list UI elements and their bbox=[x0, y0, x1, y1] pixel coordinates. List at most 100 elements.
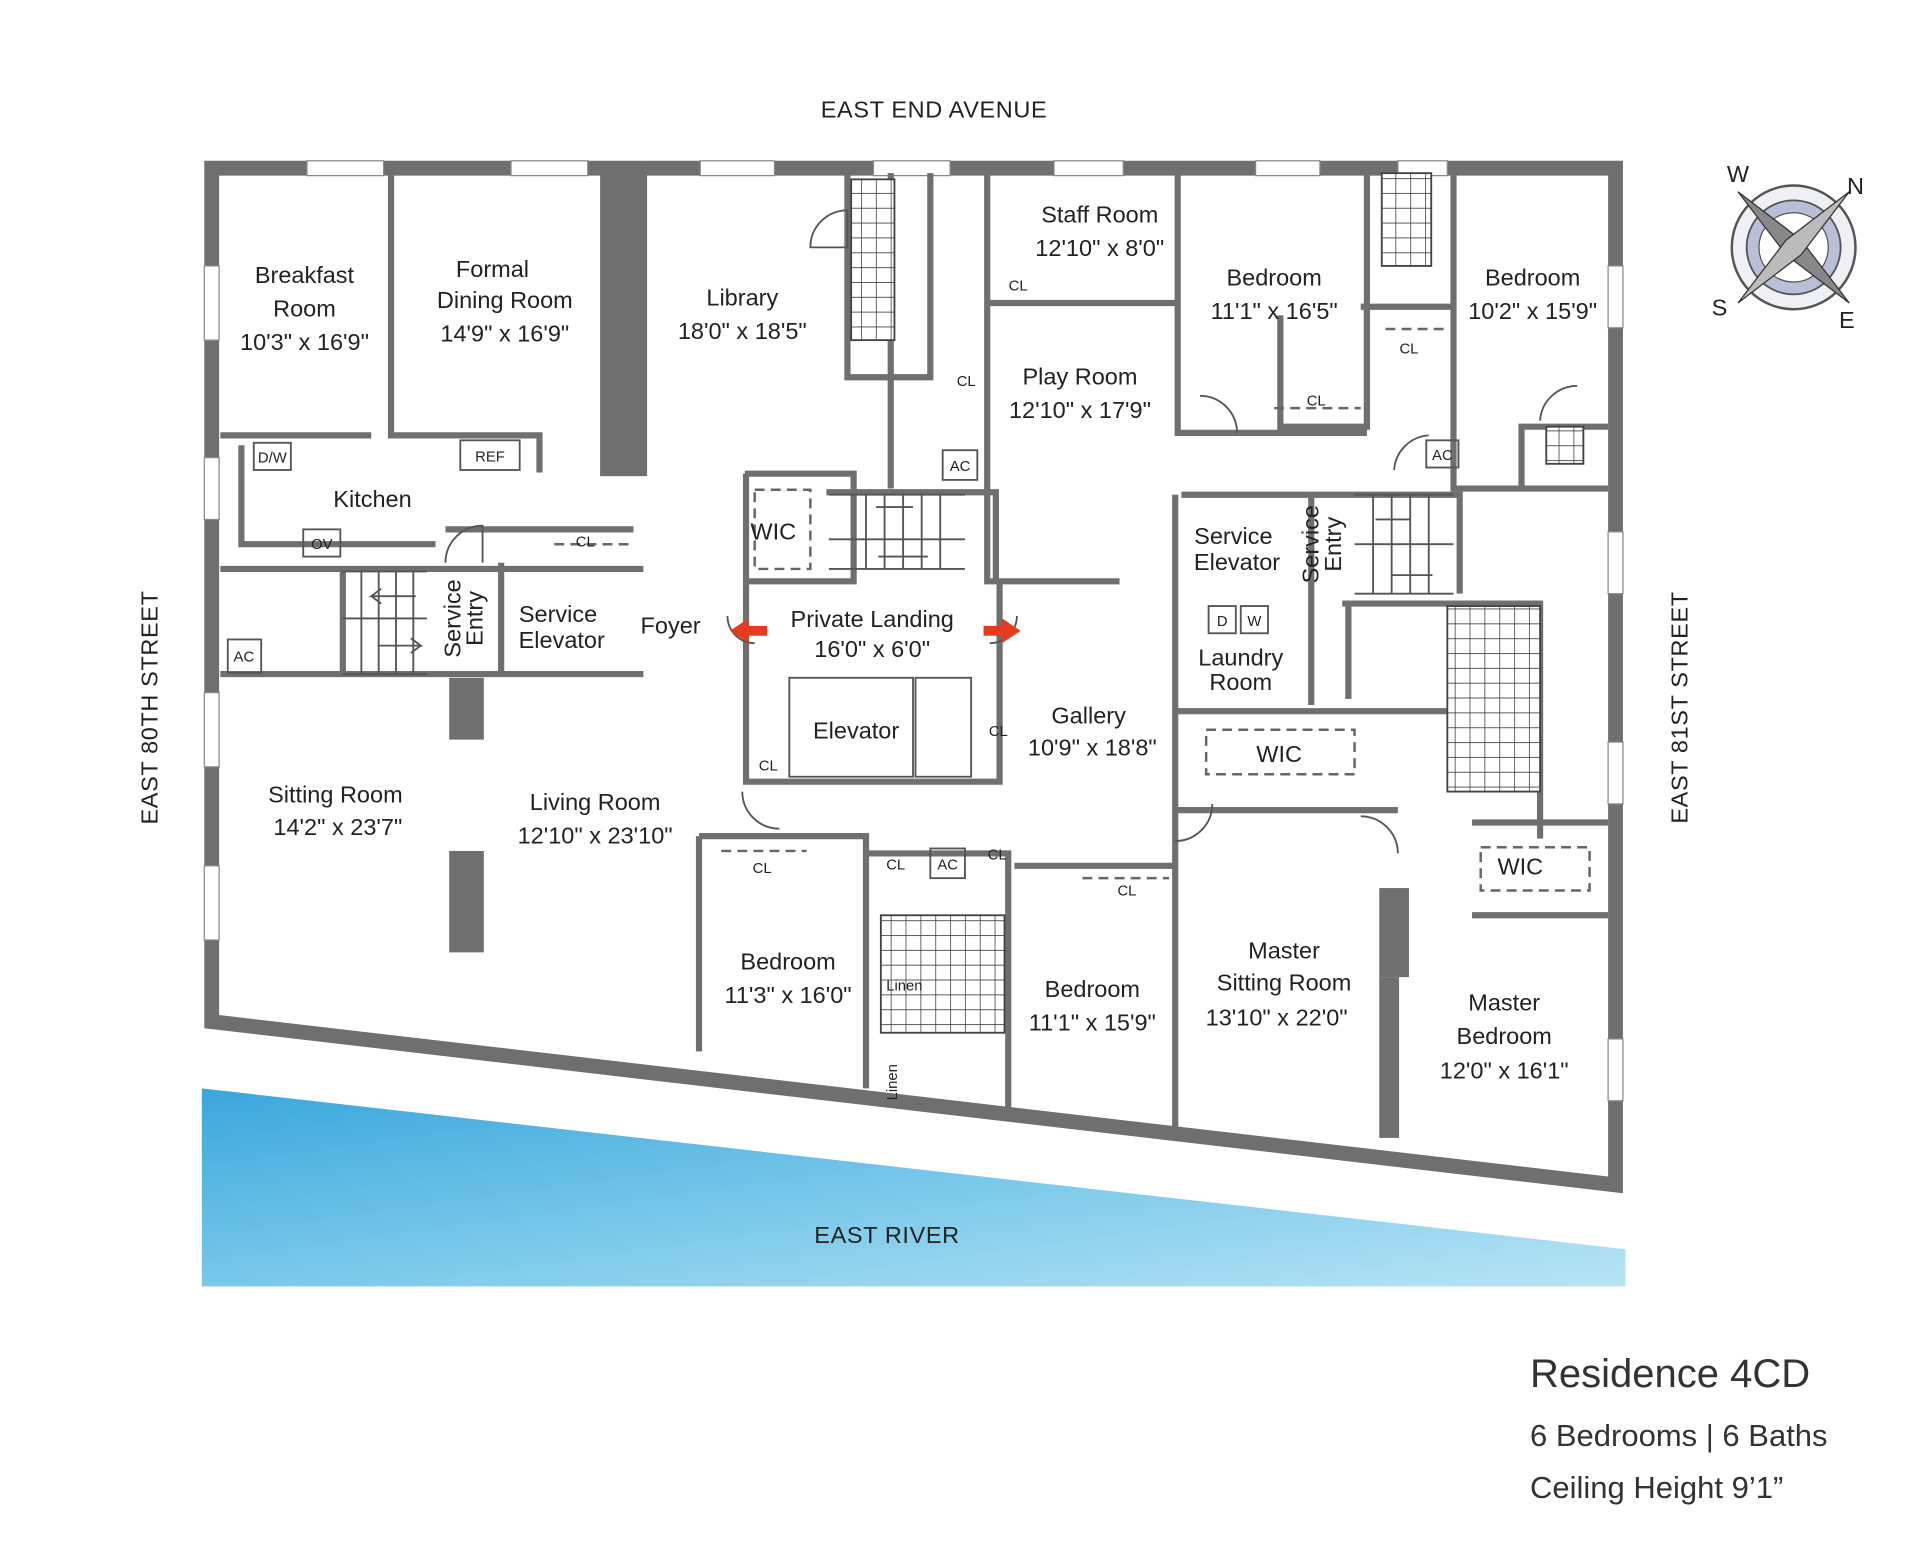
svg-text:Kitchen: Kitchen bbox=[333, 486, 411, 512]
compass-rose-icon bbox=[1730, 184, 1857, 311]
svg-text:Breakfast: Breakfast bbox=[255, 262, 355, 288]
svg-text:Formal: Formal bbox=[456, 256, 529, 282]
svg-text:CL: CL bbox=[759, 759, 778, 775]
svg-text:CL: CL bbox=[1399, 342, 1418, 358]
bath-tiles bbox=[879, 914, 1006, 1034]
svg-text:Sitting Room: Sitting Room bbox=[268, 782, 403, 808]
svg-text:WIC: WIC bbox=[1256, 741, 1302, 767]
svg-text:AC: AC bbox=[937, 858, 958, 874]
svg-text:AC: AC bbox=[1432, 448, 1453, 464]
svg-text:Room: Room bbox=[273, 296, 336, 322]
svg-text:Elevator: Elevator bbox=[1194, 549, 1280, 575]
compass-s: S bbox=[1712, 294, 1728, 320]
room-library: Library 18'0" x 18'5" bbox=[678, 285, 807, 344]
svg-text:18'0" x 18'5": 18'0" x 18'5" bbox=[678, 318, 807, 344]
residence-title: Residence 4CD bbox=[1530, 1352, 1811, 1396]
svg-text:Elevator: Elevator bbox=[519, 627, 605, 653]
svg-text:Bedroom: Bedroom bbox=[1045, 976, 1140, 1002]
svg-text:CL: CL bbox=[1117, 883, 1136, 899]
bath-tiles bbox=[1380, 172, 1433, 267]
svg-text:13'10" x 22'0": 13'10" x 22'0" bbox=[1206, 1004, 1348, 1030]
svg-text:Room: Room bbox=[1209, 669, 1272, 695]
svg-text:12'10" x 17'9": 12'10" x 17'9" bbox=[1009, 397, 1151, 423]
svg-text:Dining Room: Dining Room bbox=[437, 287, 573, 313]
room-gallery: Gallery 10'9" x 18'8" bbox=[1028, 703, 1157, 761]
river-label: EAST RIVER bbox=[814, 1222, 960, 1248]
svg-text:CL: CL bbox=[988, 848, 1007, 864]
windows bbox=[203, 160, 1624, 1102]
svg-text:Linen: Linen bbox=[886, 979, 922, 995]
svg-text:W: W bbox=[1247, 614, 1261, 630]
svg-text:12'0" x 16'1": 12'0" x 16'1" bbox=[1440, 1058, 1569, 1084]
svg-text:14'9" x 16'9": 14'9" x 16'9" bbox=[440, 320, 569, 346]
interior-walls bbox=[220, 166, 1609, 1138]
svg-text:AC: AC bbox=[234, 650, 255, 666]
svg-text:Library: Library bbox=[706, 285, 778, 311]
svg-text:12'10" x 23'10": 12'10" x 23'10" bbox=[518, 823, 673, 849]
room-elevator: Elevator bbox=[788, 676, 973, 778]
svg-text:16'0" x 6'0": 16'0" x 6'0" bbox=[814, 636, 930, 662]
svg-text:10'9" x 18'8": 10'9" x 18'8" bbox=[1028, 735, 1157, 761]
room-sitting: Sitting Room 14'2" x 23'7" bbox=[268, 782, 403, 840]
svg-text:Service: Service bbox=[1298, 505, 1324, 583]
room-foyer: Foyer bbox=[641, 612, 701, 638]
svg-text:14'2" x 23'7": 14'2" x 23'7" bbox=[273, 814, 402, 840]
svg-text:CL: CL bbox=[989, 724, 1008, 740]
svg-text:12'10" x 8'0": 12'10" x 8'0" bbox=[1035, 235, 1164, 261]
svg-text:Bedroom: Bedroom bbox=[1485, 265, 1580, 291]
street-north: EAST END AVENUE bbox=[821, 97, 1048, 123]
svg-text:Foyer: Foyer bbox=[641, 612, 701, 638]
svg-text:CL: CL bbox=[1009, 279, 1028, 295]
fixture-labels: D/W OV REF CL AC AC CL CL CL CL AC D W C… bbox=[226, 279, 1460, 1100]
svg-text:Bedroom: Bedroom bbox=[1457, 1023, 1552, 1049]
svg-text:Master: Master bbox=[1468, 990, 1540, 1016]
room-bedroom-4: Bedroom 11'1" x 15'9" bbox=[1029, 976, 1156, 1035]
svg-text:D: D bbox=[1217, 614, 1228, 630]
bath-tiles bbox=[1545, 425, 1585, 465]
bath-tiles bbox=[1446, 605, 1542, 793]
svg-text:Staff Room: Staff Room bbox=[1041, 202, 1158, 228]
room-kitchen: Kitchen bbox=[333, 486, 411, 512]
svg-text:Gallery: Gallery bbox=[1051, 703, 1126, 729]
svg-text:CL: CL bbox=[957, 374, 976, 390]
room-private-landing: Private Landing 16'0" x 6'0" bbox=[791, 606, 954, 662]
svg-text:Play Room: Play Room bbox=[1023, 364, 1138, 390]
door-swings bbox=[444, 209, 1578, 854]
svg-text:CL: CL bbox=[886, 858, 905, 874]
room-bedroom-3: Bedroom 11'3" x 16'0" bbox=[725, 949, 852, 1008]
stairs bbox=[342, 493, 1454, 676]
residence-rooms: 6 Bedrooms | 6 Baths bbox=[1530, 1418, 1828, 1453]
east-river-water bbox=[201, 1088, 1626, 1287]
svg-text:Bedroom: Bedroom bbox=[1226, 265, 1321, 291]
svg-text:CL: CL bbox=[753, 861, 772, 877]
svg-text:10'3" x 16'9": 10'3" x 16'9" bbox=[240, 329, 369, 355]
svg-text:Elevator: Elevator bbox=[813, 717, 899, 743]
svg-text:Bedroom: Bedroom bbox=[740, 949, 835, 975]
svg-text:OV: OV bbox=[311, 537, 333, 553]
svg-text:Master: Master bbox=[1248, 938, 1320, 964]
svg-text:Entry: Entry bbox=[1320, 517, 1346, 572]
svg-text:Private Landing: Private Landing bbox=[791, 606, 954, 632]
svg-text:11'3" x 16'0": 11'3" x 16'0" bbox=[725, 982, 852, 1008]
compass-n: N bbox=[1847, 173, 1864, 199]
svg-text:D/W: D/W bbox=[258, 451, 287, 467]
svg-text:11'1" x 15'9": 11'1" x 15'9" bbox=[1029, 1009, 1156, 1035]
residence-ceiling: Ceiling Height 9’1” bbox=[1530, 1470, 1784, 1505]
room-wic-master-bedroom: WIC bbox=[1497, 853, 1543, 879]
svg-text:WIC: WIC bbox=[1497, 853, 1543, 879]
svg-text:REF: REF bbox=[475, 449, 505, 465]
svg-text:WIC: WIC bbox=[750, 518, 796, 544]
room-wic-master: WIC bbox=[1256, 741, 1302, 767]
svg-text:CL: CL bbox=[576, 535, 595, 551]
svg-text:Laundry: Laundry bbox=[1198, 644, 1283, 670]
svg-text:Entry: Entry bbox=[462, 591, 488, 646]
